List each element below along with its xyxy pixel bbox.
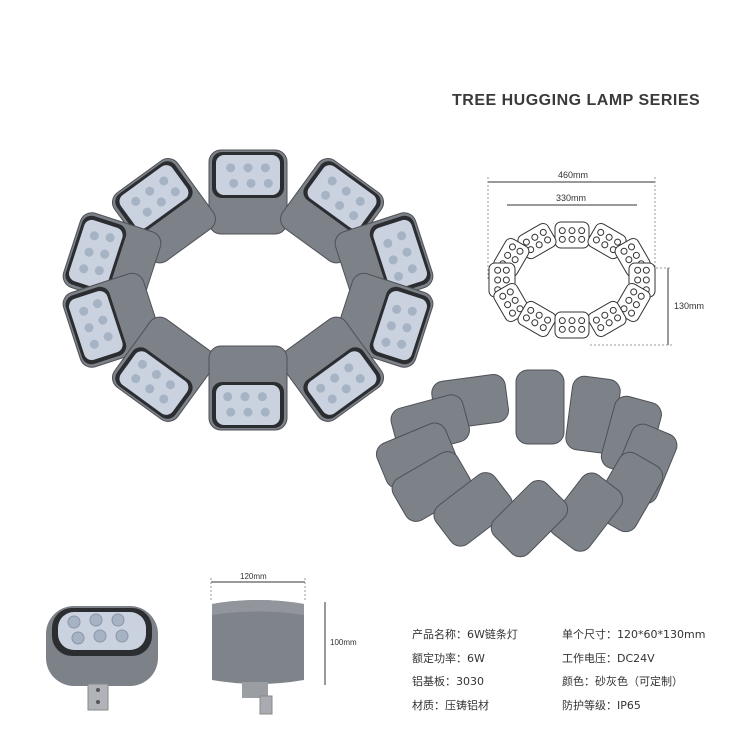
spec-rated-power: 额定功率：6W [412, 652, 485, 665]
lamp-ring-photo-top [62, 149, 434, 431]
dimension-drawing [487, 177, 672, 346]
side-view-lamp [210, 578, 326, 715]
side-width-label: 120mm [240, 572, 267, 581]
height-label: 130mm [674, 301, 705, 311]
inner-width-label: 330mm [556, 193, 587, 203]
spec-material: 材质：压铸铝材 [412, 699, 489, 712]
spec-aluminum-board: 铝基板：3030 [412, 675, 484, 688]
lamp-segment [208, 149, 288, 235]
spec-unit-size: 单个尺寸：120*60*130mm [562, 628, 706, 641]
lamp-segment [517, 300, 557, 338]
lamp-segment [554, 311, 590, 339]
outer-width-label: 460mm [558, 170, 589, 180]
spec-product-name: 产品名称：6W链条灯 [412, 628, 518, 641]
spec-ip-rating: 防护等级：IP65 [562, 699, 641, 712]
lamp-segment [62, 212, 162, 308]
spec-color: 颜色：砂灰色（可定制） [562, 675, 683, 688]
lamp-segment [515, 369, 565, 445]
lamp-segment [493, 282, 530, 323]
single-lamp-photo [46, 606, 158, 711]
lamp-segment [548, 472, 624, 552]
spec-voltage: 工作电压：DC24V [562, 652, 655, 665]
lamp-segment [554, 221, 590, 249]
page-title: TREE HUGGING LAMP SERIES [452, 92, 701, 109]
lamp-segment [587, 300, 627, 338]
lamp-segment [280, 316, 385, 422]
lamp-segment [433, 472, 513, 547]
lamp-segment [111, 158, 216, 264]
lamp-segment [490, 479, 569, 558]
side-height-label: 100mm [330, 638, 357, 647]
lamp-segment [208, 345, 288, 431]
lamp-segment [111, 316, 216, 422]
lamp-ring-photo-side [375, 369, 678, 558]
